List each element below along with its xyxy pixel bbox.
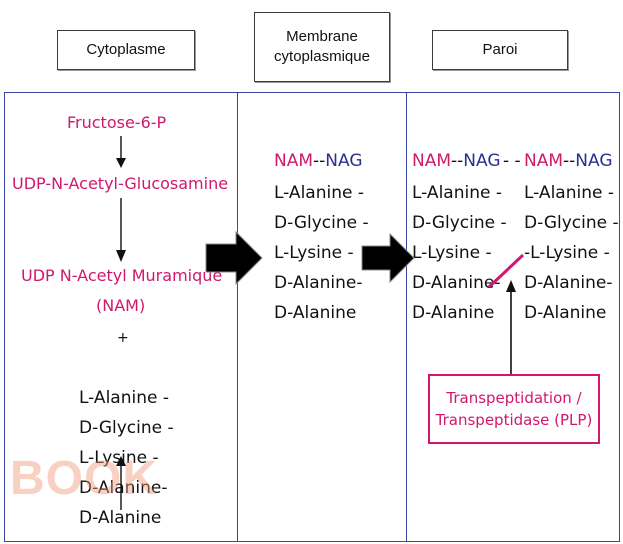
column-divider-left [237, 92, 238, 542]
arrow-peptide-up [116, 456, 126, 510]
transpeptidation-box: Transpeptidation / Transpeptidase (PLP) [428, 374, 600, 444]
paroi-left-nam-nag: NAM--NAG [412, 151, 501, 171]
cytoplasm-peptide-4: D-Alanine- [79, 478, 168, 498]
block-arrow-membrane-to-paroi [361, 232, 415, 284]
paroi-right-peptide-list: L-Alanine - D-Glycine - -L-Lysine - D-Al… [524, 178, 619, 328]
paroi-left-nam: NAM [412, 151, 452, 171]
fructose-6-p-label: Fructose-6-P [67, 113, 167, 132]
header-cytoplasme: Cytoplasme [57, 30, 195, 70]
paroi-right-nag: NAG [575, 151, 613, 171]
diagram-panel [4, 92, 620, 542]
paroi-left-peptide-5: D-Alanine [412, 303, 495, 323]
arrow-glcnac-to-nam [116, 198, 126, 262]
paroi-left-peptide-4: D-Alanine- [412, 273, 501, 293]
membrane-nam-nag: NAM--NAG [274, 151, 363, 171]
udp-nam-label-line2: (NAM) [96, 296, 146, 315]
column-divider-right [406, 92, 407, 542]
paroi-left-sep: -- [451, 151, 464, 171]
header-membrane-line1: Membrane [286, 28, 358, 45]
paroi-right-peptide-4: D-Alanine- [524, 273, 613, 293]
paroi-right-peptide-3: -L-Lysine - [524, 243, 610, 263]
block-arrow-cytoplasm-to-membrane [205, 230, 263, 286]
membrane-peptide-1: L-Alanine - [274, 183, 364, 203]
paroi-right-peptide-1: L-Alanine - [524, 183, 614, 203]
paroi-left-peptide-2: D-Glycine - [412, 213, 507, 233]
membrane-peptide-3: L-Lysine - [274, 243, 354, 263]
udp-nam-label-line1: UDP N-Acetyl Muramique [21, 266, 223, 285]
paroi-left-peptide-list: L-Alanine - D-Glycine - L-Lysine - D-Ala… [412, 178, 507, 328]
paroi-left-peptide-3: L-Lysine - [412, 243, 492, 263]
transpeptidation-line2: Transpeptidase (PLP) [435, 411, 593, 429]
membrane-peptide-5: D-Alanine [274, 303, 357, 323]
plus-sign: + [117, 330, 129, 346]
cytoplasm-peptide-2: D-Glycine - [79, 418, 174, 438]
paroi-left-nag: NAG [463, 151, 501, 171]
cytoplasm-peptide-3: L-Lysine - [79, 448, 159, 468]
paroi-right-peptide-2: D-Glycine - [524, 213, 619, 233]
paroi-right-peptide-5: D-Alanine [524, 303, 607, 323]
membrane-peptide-4: D-Alanine- [274, 273, 363, 293]
paroi-right-nam-nag: NAM--NAG [524, 151, 613, 171]
book-watermark: BOOK [10, 452, 158, 505]
paroi-right-nam: NAM [524, 151, 564, 171]
arrow-transpeptidation [506, 280, 516, 374]
header-cytoplasme-label: Cytoplasme [86, 41, 166, 58]
membrane-sep: -- [313, 151, 326, 171]
crosslink-line [487, 253, 525, 289]
paroi-right-sep: -- [563, 151, 576, 171]
membrane-peptide-2: D-Glycine - [274, 213, 369, 233]
cytoplasm-peptide-5: D-Alanine [79, 508, 162, 528]
paroi-glycan-link: - - [503, 151, 521, 171]
header-membrane: Membrane cytoplasmique [254, 12, 390, 82]
header-membrane-line2: cytoplasmique [274, 48, 370, 65]
arrow-fructose-to-glcnac [116, 136, 126, 168]
header-paroi-label: Paroi [482, 41, 518, 58]
cytoplasm-peptide-list: L-Alanine - D-Glycine - L-Lysine - D-Ala… [79, 383, 174, 533]
paroi-left-peptide-1: L-Alanine - [412, 183, 502, 203]
header-paroi: Paroi [432, 30, 568, 70]
udp-n-acetyl-glucosamine-label: UDP-N-Acetyl-Glucosamine [12, 174, 229, 193]
membrane-peptide-list: L-Alanine - D-Glycine - L-Lysine - D-Ala… [274, 178, 369, 328]
membrane-nam: NAM [274, 151, 314, 171]
cytoplasm-peptide-1: L-Alanine - [79, 388, 169, 408]
membrane-nag: NAG [325, 151, 363, 171]
transpeptidation-line1: Transpeptidation / [446, 389, 582, 407]
